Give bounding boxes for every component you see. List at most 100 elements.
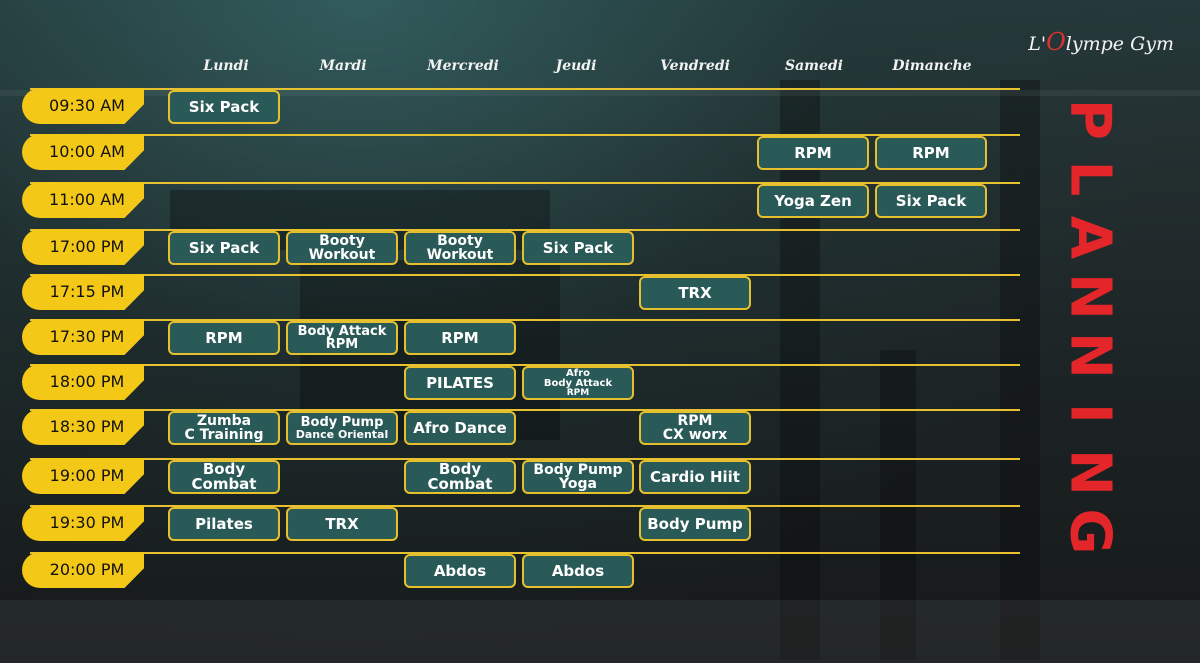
time-tab: 19:30 PM [22, 505, 144, 541]
class-name-line: Workout [308, 247, 376, 263]
logo-suffix: lympe Gym [1065, 33, 1174, 55]
row-line [30, 274, 1020, 276]
class-name-line: Body Pump [533, 462, 623, 478]
class-name-line: C Training [184, 427, 264, 443]
time-label: 18:30 PM [49, 417, 125, 436]
class-name: RPM [794, 143, 832, 162]
day-header-dimanche: Dimanche [892, 58, 972, 74]
class-cell: TRX [286, 507, 398, 541]
logo-o: O [1046, 28, 1066, 56]
class-cell: Six Pack [168, 231, 280, 265]
class-name-line: Body Attack [543, 377, 613, 389]
class-name: Yoga Zen [774, 191, 852, 210]
time-label: 11:00 AM [49, 190, 125, 209]
background-rack [780, 80, 820, 660]
class-name: RPM [441, 328, 479, 347]
time-label: 17:15 PM [49, 282, 125, 301]
class-name-line: Booty [437, 233, 483, 249]
class-name: Cardio Hiit [650, 467, 740, 486]
class-cell: Body Pump [639, 507, 751, 541]
time-label: 19:00 PM [49, 466, 125, 485]
time-tab: 19:00 PM [22, 458, 144, 494]
time-tab: 18:30 PM [22, 409, 144, 445]
class-name: Six Pack [895, 191, 967, 210]
class-name-line: RPM [325, 337, 359, 352]
background-rack [1000, 80, 1040, 660]
planning-vertical-title: P L A N N I N G [1052, 90, 1126, 620]
class-name: Pilates [195, 514, 253, 533]
logo-prefix: L' [1028, 33, 1047, 55]
class-name: PILATES [426, 373, 494, 392]
class-name: Abdos [433, 561, 487, 580]
planning-letter: G [1057, 508, 1123, 555]
time-label: 20:00 PM [49, 560, 125, 579]
class-name: RPM [205, 328, 243, 347]
class-name: Six Pack [188, 238, 260, 257]
class-cell: RPM [875, 136, 987, 170]
class-name: RPM [912, 143, 950, 162]
class-name-line: Workout [426, 247, 494, 263]
class-name-line: Body Attack [297, 324, 387, 339]
time-label: 17:30 PM [49, 327, 125, 346]
class-name: Six Pack [188, 97, 260, 116]
row-line [30, 364, 1020, 366]
class-cell: Six Pack [522, 231, 634, 265]
class-name-line: Yoga [559, 476, 597, 492]
row-line [30, 505, 1020, 507]
class-cell: Afro Dance [404, 411, 516, 445]
class-cell: Six Pack [875, 184, 987, 218]
time-tab: 11:00 AM [22, 182, 144, 218]
class-cell: PILATES [404, 366, 516, 400]
time-tab: 18:00 PM [22, 364, 144, 400]
gym-logo: L'Olympe Gym [1028, 28, 1174, 56]
class-name-line: RPM [566, 387, 590, 398]
row-line [30, 409, 1020, 411]
class-cell: Six Pack [168, 90, 280, 124]
row-line [30, 458, 1020, 460]
class-name: Afro Dance [413, 418, 507, 437]
class-name-line: Body Pump [300, 415, 384, 430]
class-cell: Yoga Zen [757, 184, 869, 218]
class-name: Body Pump [647, 514, 743, 533]
class-name-line: Dance Oriental [295, 428, 389, 441]
row-line [30, 182, 1020, 184]
class-name-line: Zumba [196, 413, 252, 429]
time-tab: 20:00 PM [22, 552, 144, 588]
class-cell: RPM [757, 136, 869, 170]
class-cell: RPM [404, 321, 516, 355]
class-name-line: Booty [319, 233, 365, 249]
class-cell: Abdos [522, 554, 634, 588]
time-tab: 10:00 AM [22, 134, 144, 170]
day-header-mercredi: Mercredi [427, 58, 499, 74]
background-floor [0, 600, 1200, 663]
class-name-line: RPM [677, 413, 713, 429]
class-cell: Abdos [404, 554, 516, 588]
day-header-vendredi: Vendredi [660, 58, 730, 74]
class-name-line: Afro [566, 367, 590, 379]
day-header-jeudi: Jeudi [555, 58, 597, 74]
class-name: Body Combat [427, 460, 493, 493]
class-name-line: CX worx [662, 427, 728, 443]
class-name: TRX [325, 514, 359, 533]
day-header-samedi: Samedi [784, 58, 843, 74]
class-name: Body Combat [191, 460, 257, 493]
background-beam [0, 90, 1200, 96]
class-cell: Body Combat [404, 460, 516, 494]
time-label: 19:30 PM [49, 513, 125, 532]
row-line [30, 88, 1020, 90]
row-line [30, 229, 1020, 231]
time-label: 17:00 PM [49, 237, 125, 256]
class-cell: Body Combat [168, 460, 280, 494]
time-label: 10:00 AM [49, 142, 125, 161]
time-tab: 17:15 PM [22, 274, 144, 310]
class-cell: TRX [639, 276, 751, 310]
